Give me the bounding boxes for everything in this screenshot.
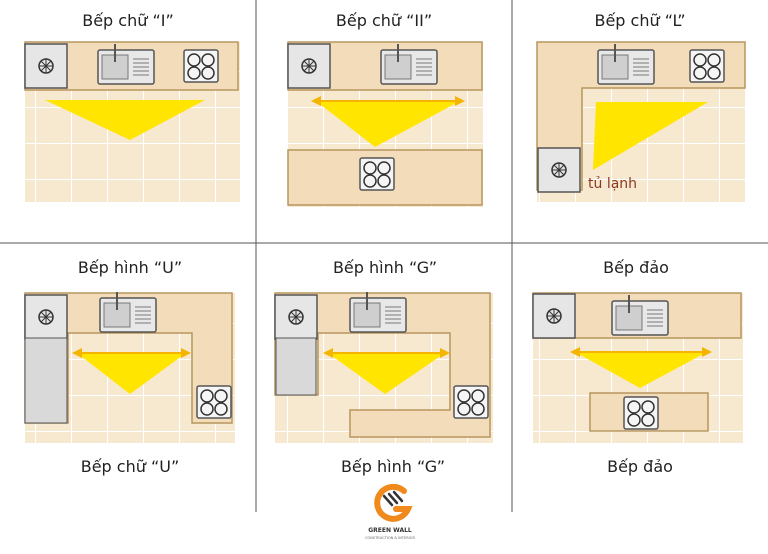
stove-unit-icon [24, 294, 68, 340]
stove-unit-icon [287, 43, 331, 89]
cooktop-icon [196, 385, 232, 419]
stove-unit-icon [532, 293, 576, 339]
panel-caption: Bếp đảo [607, 457, 673, 476]
sink-icon [597, 43, 655, 85]
panel-caption: Bếp hình “G” [341, 457, 445, 476]
panel-ii-kitchen: Bếp chữ “II” [287, 11, 483, 207]
logo-tagline: CONSTRUCTION & INTERIOR [365, 536, 415, 540]
panel-l-kitchen: Bếp chữ “L” tủ lạnh [536, 11, 746, 202]
stove-unit-icon [24, 43, 68, 89]
sink-icon [380, 43, 438, 85]
sink-icon [349, 291, 407, 333]
sink-icon [611, 294, 669, 336]
cooktop-icon [623, 396, 659, 430]
sink-icon [97, 43, 155, 85]
cooktop-icon [359, 157, 395, 191]
panel-title: Bếp hình “U” [78, 258, 182, 277]
stove-unit-icon [274, 294, 318, 340]
sink-icon [99, 291, 157, 333]
fridge-icon [537, 147, 581, 193]
cooktop-icon [453, 385, 489, 419]
work-triangle [575, 352, 707, 388]
panel-island-kitchen: Bếp đảo Bếp đảo [532, 258, 743, 476]
grid-dividers [0, 0, 768, 512]
panel-i-kitchen: Bếp chữ “I” [24, 11, 240, 202]
panel-title: Bếp chữ “II” [336, 11, 432, 30]
fridge-icon [275, 337, 317, 396]
panel-title: Bếp chữ “L” [594, 11, 685, 30]
cooktop-icon [689, 49, 725, 83]
panel-u-kitchen: Bếp hình “U” Bếp chữ “U” [24, 258, 235, 476]
logo-name: GREEN WALL [368, 527, 412, 534]
work-triangle [316, 101, 460, 147]
panel-title: Bếp hình “G” [333, 258, 437, 277]
work-triangle [593, 102, 708, 170]
work-triangle [45, 100, 205, 140]
green-wall-logo: GREEN WALL CONSTRUCTION & INTERIOR [365, 483, 415, 540]
panel-g-kitchen: Bếp hình “G” Bếp hình “G” [274, 258, 493, 476]
work-triangle [328, 353, 445, 394]
panel-title: Bếp chữ “I” [82, 11, 174, 30]
panel-title: Bếp đảo [603, 258, 669, 277]
fridge-icon [24, 337, 68, 424]
fridge-label: tủ lạnh [588, 176, 637, 192]
work-triangle [77, 353, 186, 394]
panel-caption: Bếp chữ “U” [81, 457, 180, 476]
cooktop-icon [183, 49, 219, 83]
